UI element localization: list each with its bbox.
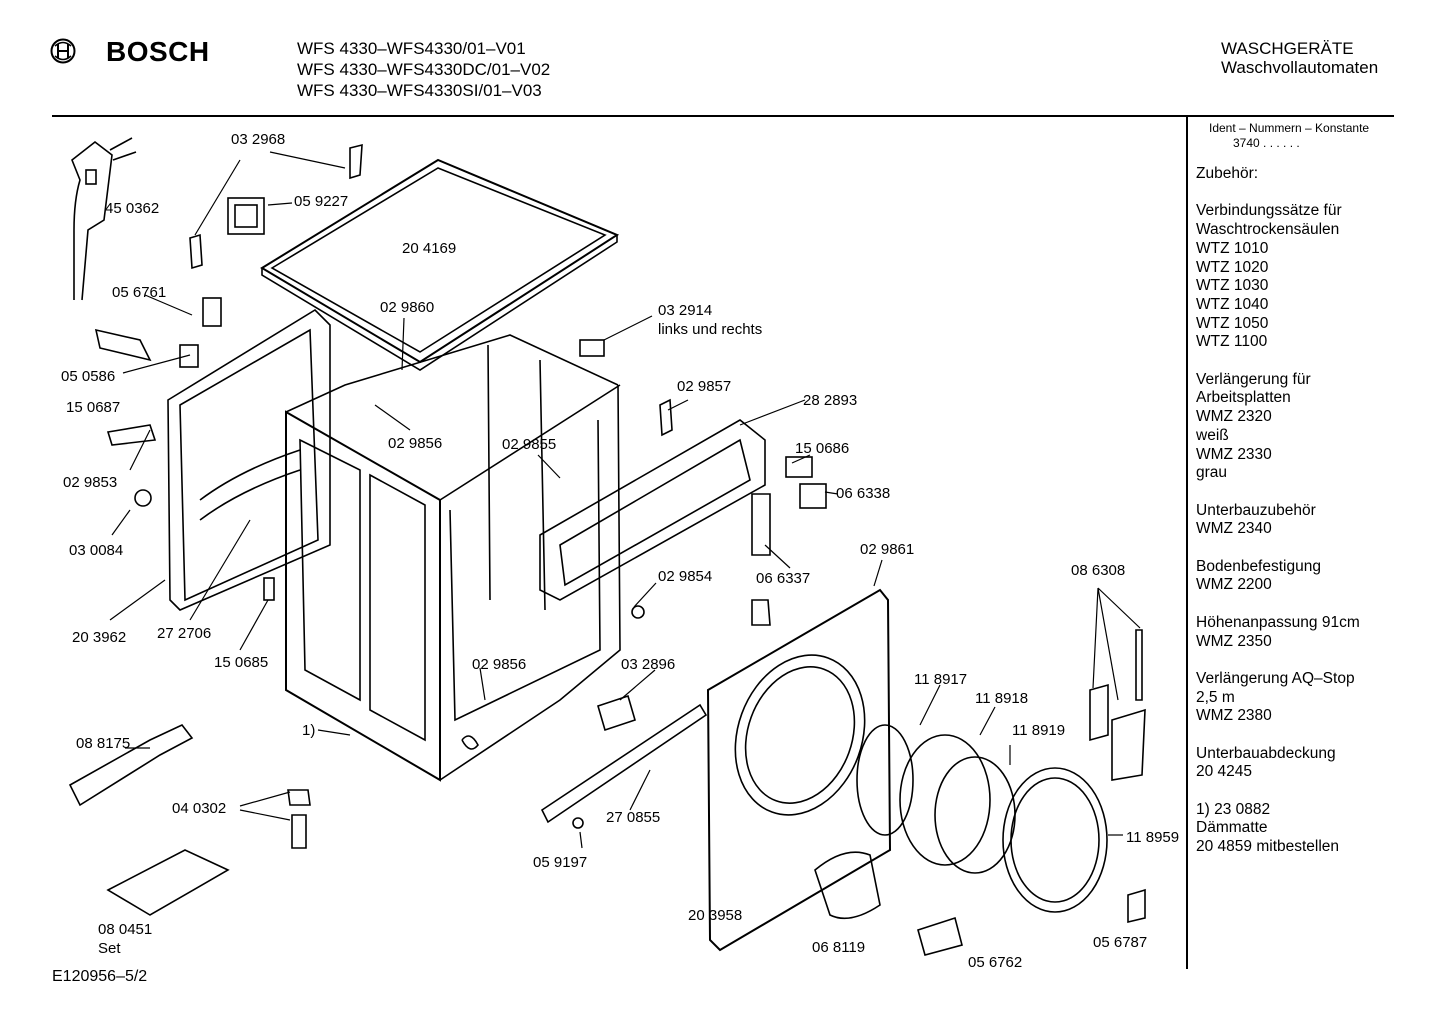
sidebar-line: WTZ 1100 bbox=[1196, 333, 1268, 351]
sidebar-line: WTZ 1020 bbox=[1196, 258, 1269, 276]
part-label: 08 0451 bbox=[98, 921, 153, 938]
brand-name: BOSCH bbox=[106, 36, 210, 67]
sidebar-line: WMZ 2330 bbox=[1196, 445, 1272, 463]
sidebar-line: 20 4859 mitbestellen bbox=[1196, 838, 1340, 856]
part-label: 15 0687 bbox=[66, 399, 121, 416]
part-label: 02 9853 bbox=[63, 474, 118, 491]
sidebar-line: Unterbauabdeckung bbox=[1196, 744, 1336, 762]
part-label: 20 3958 bbox=[688, 907, 743, 924]
sidebar-line: WTZ 1050 bbox=[1196, 314, 1269, 332]
leader-lines bbox=[109, 151, 1141, 849]
part-label: 02 9855 bbox=[502, 436, 557, 453]
part-label: 05 9197 bbox=[533, 854, 588, 871]
sidebar-line: WMZ 2380 bbox=[1196, 707, 1272, 725]
sidebar-line: WMZ 2200 bbox=[1196, 576, 1272, 594]
part-label: 02 9854 bbox=[658, 568, 713, 585]
part-label: 11 8918 bbox=[975, 690, 1029, 707]
part-label: 20 3962 bbox=[72, 629, 127, 646]
ident-title: Ident – Nummern – Konstante bbox=[1209, 121, 1370, 135]
part-label: 05 6762 bbox=[968, 954, 1023, 971]
part-label: 11 8959 bbox=[1126, 829, 1180, 846]
part-label: 15 0685 bbox=[214, 654, 269, 671]
model-line-1: WFS 4330–WFS4330/01–V01 bbox=[297, 39, 526, 58]
category-subtitle: Waschvollautomaten bbox=[1221, 58, 1379, 77]
part-label: 05 9227 bbox=[294, 193, 349, 210]
part-label: 27 2706 bbox=[157, 625, 212, 642]
bosch-logo-icon bbox=[50, 38, 76, 64]
part-label: 02 9856 bbox=[388, 435, 443, 452]
sidebar-line: weiß bbox=[1196, 426, 1229, 444]
part-label: 03 2968 bbox=[231, 131, 286, 148]
misc-parts-icon bbox=[68, 143, 1146, 956]
model-line-3: WFS 4330–WFS4330SI/01–V03 bbox=[297, 81, 542, 100]
part-label: 45 0362 bbox=[105, 200, 160, 217]
part-label: 06 6337 bbox=[756, 570, 811, 587]
sidebar-line: Dämmatte bbox=[1196, 819, 1268, 837]
part-label: 05 6761 bbox=[112, 284, 167, 301]
sidebar-line: WTZ 1040 bbox=[1196, 295, 1269, 313]
part-label: 03 2896 bbox=[621, 656, 676, 673]
part-label: 28 2893 bbox=[803, 392, 858, 409]
part-label: 03 0084 bbox=[69, 542, 124, 559]
sidebar-line: 2,5 m bbox=[1196, 688, 1235, 706]
side-panel-icon bbox=[167, 308, 331, 611]
sidebar-line: WMZ 2320 bbox=[1196, 408, 1272, 426]
part-label: Set bbox=[98, 940, 121, 957]
header-rule bbox=[52, 115, 1394, 117]
sidebar-line: WTZ 1010 bbox=[1196, 239, 1269, 257]
sidebar-line: Waschtrockensäulen bbox=[1196, 221, 1340, 239]
control-panel-icon bbox=[539, 419, 766, 601]
part-label: 04 0302 bbox=[172, 800, 227, 817]
part-label: 02 9856 bbox=[472, 656, 527, 673]
part-label: 20 4169 bbox=[402, 240, 457, 257]
part-label: 03 2914 bbox=[658, 302, 713, 319]
sidebar-line: 20 4245 bbox=[1196, 763, 1253, 781]
part-label: 06 8119 bbox=[812, 939, 866, 956]
sidebar-line: 1) 23 0882 bbox=[1196, 800, 1271, 818]
sidebar-line: Verbindungssätze für bbox=[1196, 202, 1342, 220]
sidebar-line: Zubehör: bbox=[1196, 165, 1259, 182]
sidebar-line: Höhenanpassung 91cm bbox=[1196, 613, 1360, 631]
door-ring-icon bbox=[856, 724, 1108, 913]
sidebar-line: Verlängerung für bbox=[1196, 370, 1311, 388]
model-line-2: WFS 4330–WFS4330DC/01–V02 bbox=[297, 60, 551, 79]
sidebar-line: WMZ 2350 bbox=[1196, 632, 1272, 650]
cabinet-frame-icon bbox=[285, 334, 621, 782]
power-plug-icon bbox=[71, 137, 137, 301]
part-label: links und rechts bbox=[658, 321, 763, 338]
front-panel-icon bbox=[706, 588, 892, 952]
sidebar-line: Verlängerung AQ–Stop bbox=[1196, 669, 1355, 687]
part-label: 08 8175 bbox=[76, 735, 131, 752]
category-title: WASCHGERÄTE bbox=[1221, 39, 1354, 58]
part-label: 02 9857 bbox=[677, 378, 732, 395]
part-label: 11 8917 bbox=[914, 671, 968, 688]
top-cover-icon bbox=[260, 158, 620, 371]
part-label: 05 0586 bbox=[61, 368, 116, 385]
part-label: 15 0686 bbox=[795, 440, 850, 457]
ident-value: 3740 . . . . . . bbox=[1233, 136, 1300, 150]
part-label: 1) bbox=[302, 722, 316, 739]
sidebar-line: Bodenbefestigung bbox=[1196, 557, 1321, 575]
ident-block: Ident – Nummern – Konstante 3740 . . . .… bbox=[1209, 121, 1369, 151]
drawing-code: E120956–5/2 bbox=[52, 968, 148, 985]
sidebar-divider bbox=[1186, 117, 1188, 969]
part-label: 06 6338 bbox=[836, 485, 891, 502]
sidebar-line: Unterbauzubehör bbox=[1196, 501, 1316, 519]
sidebar-line: Arbeitsplatten bbox=[1196, 389, 1291, 407]
part-label: 08 6308 bbox=[1071, 562, 1126, 579]
sidebar-line: WTZ 1030 bbox=[1196, 277, 1269, 295]
part-label: 02 9861 bbox=[860, 541, 915, 558]
sidebar-line: WMZ 2340 bbox=[1196, 520, 1272, 538]
part-label: 05 6787 bbox=[1093, 934, 1148, 951]
sidebar-line: grau bbox=[1196, 464, 1228, 482]
part-label: 27 0855 bbox=[606, 809, 661, 826]
part-label: 11 8919 bbox=[1012, 722, 1066, 739]
part-label: 02 9860 bbox=[380, 299, 435, 316]
